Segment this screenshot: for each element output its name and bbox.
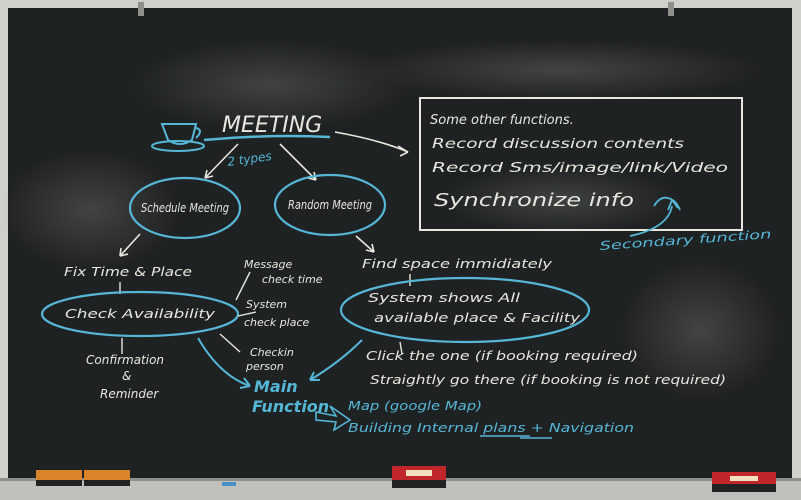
- eraser[interactable]: [84, 470, 130, 486]
- chalk-tray: [0, 478, 801, 500]
- title-underline: [203, 134, 331, 142]
- system-shows-line2: available place & Facility: [374, 311, 581, 325]
- board-hook: [668, 2, 674, 16]
- other-function-item: Record discussion contents: [432, 137, 684, 152]
- chalk-stick[interactable]: [222, 482, 236, 486]
- other-function-item: Record Sms/image/link/Video: [432, 161, 728, 176]
- arrow: [355, 235, 375, 253]
- checkin-line2: person: [245, 360, 284, 373]
- arrow-head: [309, 371, 320, 381]
- building-text: Building Internal plans + Navigation: [348, 421, 634, 435]
- erase-smudge: [130, 40, 410, 130]
- confirmation-amp: &: [122, 369, 131, 383]
- message-check-time-line2: check time: [262, 273, 323, 286]
- arrow-head: [119, 247, 129, 257]
- random-meeting-label: Random Meeting: [288, 198, 372, 212]
- system-shows-line1: System shows All: [368, 291, 521, 305]
- check-availability-oval: [40, 290, 240, 338]
- other-functions-box: Some other functions. Record discussion …: [419, 97, 743, 231]
- secondary-arrow: [629, 205, 673, 237]
- check-availability-label: Check Availability: [65, 307, 216, 321]
- other-functions-heading: Some other functions.: [430, 113, 574, 128]
- system-check-place-line2: check place: [244, 316, 310, 329]
- main-function-line2: Function: [252, 397, 329, 416]
- confirmation-line2: Reminder: [100, 387, 159, 401]
- erase-smudge: [360, 40, 760, 100]
- confirmation-line1: Confirmation: [86, 353, 164, 367]
- click-one: Click the one (if booking required): [366, 349, 638, 363]
- arrow: [119, 233, 141, 257]
- meeting-title: MEETING: [222, 113, 322, 138]
- eraser[interactable]: [392, 466, 446, 488]
- straight-go: Straightly go there (if booking is not r…: [370, 373, 726, 387]
- arrow: [399, 341, 403, 355]
- erase-smudge: [440, 165, 680, 235]
- fix-time-place: Fix Time & Place: [64, 265, 192, 279]
- secondary-underline: [653, 196, 681, 211]
- coffee-cup-icon: [151, 123, 205, 152]
- board-hook: [138, 2, 144, 16]
- arrow: [237, 311, 257, 317]
- message-check-time-line1: Message: [244, 258, 292, 271]
- schedule-meeting-oval: [128, 176, 242, 240]
- system-shows-oval: [339, 276, 591, 344]
- map-text: Map (google Map): [348, 399, 482, 413]
- arrow: [235, 271, 251, 301]
- arrow-head: [365, 243, 375, 253]
- main-function-line1: Main: [254, 377, 298, 396]
- random-meeting-oval: [273, 173, 387, 237]
- system-check-place-line1: System: [246, 298, 287, 311]
- main-function-arrow: [309, 339, 363, 381]
- main-function-double-arrow: [315, 405, 352, 432]
- arrow: [219, 333, 241, 353]
- types-note: 2 types: [226, 149, 272, 169]
- find-space: Find space immidiately: [362, 257, 553, 271]
- eraser[interactable]: [712, 472, 776, 492]
- erase-smudge: [620, 260, 780, 400]
- arrow-head: [239, 377, 251, 389]
- eraser[interactable]: [36, 470, 82, 486]
- schedule-meeting-label: Schedule Meeting: [141, 201, 229, 215]
- secondary-arrow-head: [667, 199, 679, 211]
- other-function-item: Synchronize info: [434, 190, 634, 211]
- main-function-arrow: [197, 337, 251, 387]
- checkin-line1: Checkin: [250, 346, 294, 359]
